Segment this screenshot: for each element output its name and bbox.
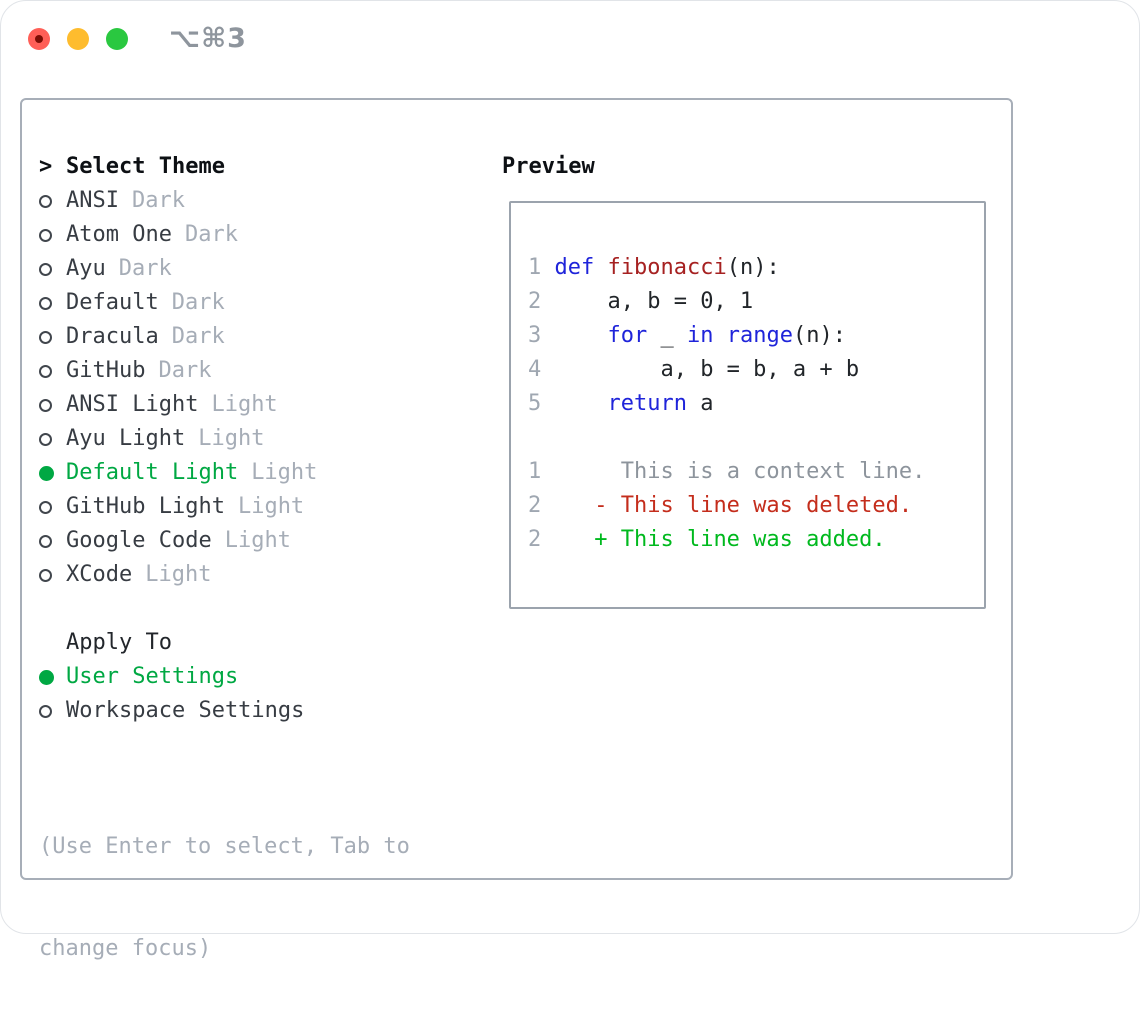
code-line: 1 This is a context line.	[528, 459, 926, 484]
option-label: Ayu	[66, 256, 106, 281]
option-label: ANSI Light	[66, 392, 199, 417]
option-label: Workspace Settings	[66, 698, 305, 723]
option-label: Dracula	[66, 324, 159, 349]
radio-icon	[39, 228, 52, 242]
option-variant-tag: Light	[198, 426, 265, 451]
theme-option-ansi-light[interactable]: ANSI Light Light	[39, 388, 489, 422]
code-line: 1 def fibonacci(n):	[528, 255, 780, 280]
option-label: Default	[66, 290, 159, 315]
option-variant-tag: Light	[211, 392, 278, 417]
window-title: ⌥⌘3	[169, 23, 247, 54]
apply-option-user-settings[interactable]: User Settings	[39, 660, 489, 694]
option-variant-tag: Light	[251, 460, 318, 485]
theme-option-ayu[interactable]: Ayu Dark	[39, 252, 489, 286]
radio-selected-icon	[39, 465, 54, 481]
preview-title: Preview	[502, 154, 595, 179]
code-line: 5 return a	[528, 391, 714, 416]
code-line: 2 - This line was deleted.	[528, 493, 913, 518]
theme-option-xcode[interactable]: XCode Light	[39, 558, 489, 592]
radio-icon	[39, 398, 52, 412]
close-button[interactable]	[28, 28, 50, 50]
code-line: 3 for _ in range(n):	[528, 323, 846, 348]
option-label: Ayu Light	[66, 426, 186, 451]
unsaved-dot-icon	[35, 35, 43, 43]
menu-title: Select Theme	[66, 154, 225, 179]
hint-line-1: (Use Enter to select, Tab to	[39, 834, 410, 859]
option-label: ANSI	[66, 188, 119, 213]
radio-icon	[39, 704, 52, 718]
option-variant-tag: Dark	[184, 222, 238, 247]
option-label: Google Code	[66, 528, 212, 553]
hint-text: (Use Enter to select, Tab to change focu…	[39, 762, 489, 1034]
option-variant-tag: Dark	[131, 188, 185, 213]
option-variant-tag: Light	[145, 562, 212, 587]
code-line: 4 a, b = b, a + b	[528, 357, 860, 382]
hint-line-2: change focus)	[39, 936, 212, 961]
theme-option-default[interactable]: Default Dark	[39, 286, 489, 320]
menu-header: > Select Theme	[39, 150, 489, 184]
preview-box: 1 def fibonacci(n): 2 a, b = 0, 1 3 for _ …	[509, 201, 986, 609]
theme-option-ayu-light[interactable]: Ayu Light Light	[39, 422, 489, 456]
radio-icon	[39, 568, 52, 582]
option-label: Atom One	[66, 222, 172, 247]
radio-icon	[39, 500, 52, 514]
code-preview: 1 def fibonacci(n): 2 a, b = 0, 1 3 for _ …	[511, 203, 984, 557]
option-variant-tag: Light	[224, 528, 291, 553]
code-line: 2 a, b = 0, 1	[528, 289, 754, 314]
radio-icon	[39, 194, 52, 208]
prompt-caret-icon: >	[39, 154, 53, 179]
theme-option-default-light[interactable]: Default Light Light	[39, 456, 489, 490]
option-label: GitHub	[66, 358, 146, 383]
option-variant-tag: Dark	[118, 256, 172, 281]
radio-selected-icon	[39, 669, 54, 685]
option-variant-tag: Dark	[158, 358, 212, 383]
option-label: XCode	[66, 562, 133, 587]
theme-option-google-code[interactable]: Google Code Light	[39, 524, 489, 558]
radio-icon	[39, 262, 52, 276]
option-variant-tag: Dark	[171, 290, 225, 315]
apply-option-workspace-settings[interactable]: Workspace Settings	[39, 694, 489, 728]
apply-to-title: Apply To	[66, 630, 172, 655]
traffic-lights	[28, 28, 128, 50]
option-variant-tag: Light	[237, 494, 305, 519]
apply-to-header: Apply To	[39, 626, 489, 660]
option-label: GitHub Light	[66, 494, 225, 519]
theme-option-atom-one[interactable]: Atom One Dark	[39, 218, 489, 252]
code-line	[528, 421, 984, 455]
code-line: 2 + This line was added.	[528, 527, 886, 552]
radio-icon	[39, 534, 52, 548]
minimize-button[interactable]	[67, 28, 89, 50]
option-label: Default Light	[66, 460, 239, 485]
theme-option-github-light[interactable]: GitHub Light Light	[39, 490, 489, 524]
radio-icon	[39, 296, 52, 310]
option-variant-tag: Dark	[171, 324, 225, 349]
theme-option-github[interactable]: GitHub Dark	[39, 354, 489, 388]
radio-icon	[39, 364, 52, 378]
theme-option-dracula[interactable]: Dracula Dark	[39, 320, 489, 354]
theme-option-ansi[interactable]: ANSI Dark	[39, 184, 489, 218]
option-label: User Settings	[66, 664, 239, 689]
zoom-button[interactable]	[106, 28, 128, 50]
radio-icon	[39, 330, 52, 344]
radio-icon	[39, 432, 52, 446]
